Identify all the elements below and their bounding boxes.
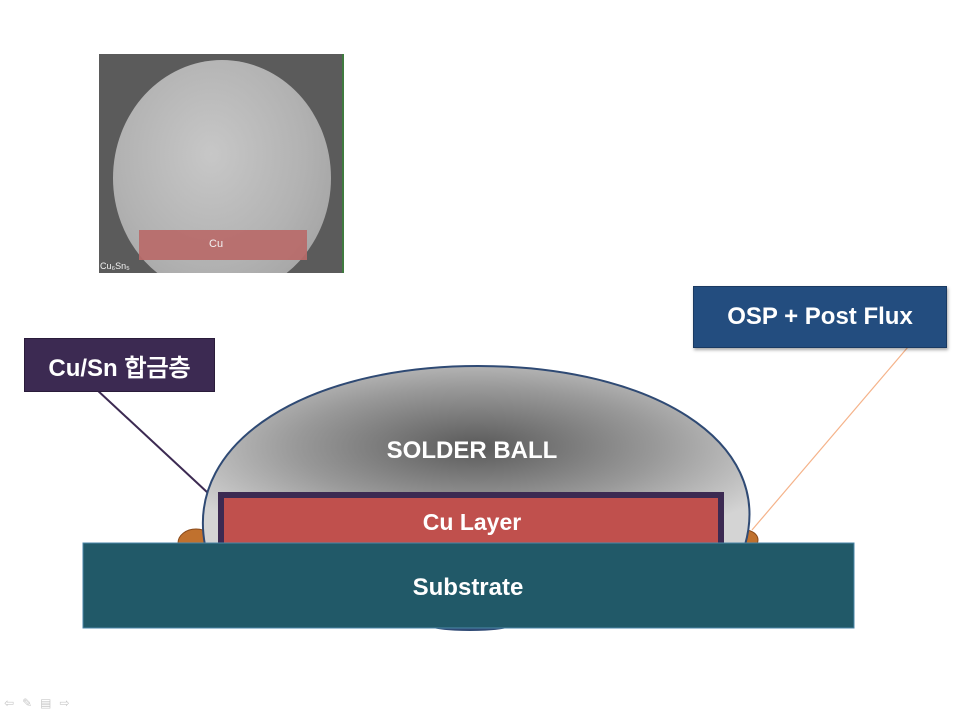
photo-border [342, 54, 344, 273]
osp-flux-callout: OSP + Post Flux [693, 286, 947, 348]
cusn-alloy-callout: Cu/Sn 합금층 [24, 338, 215, 392]
photo-cusn-label: Cu₆Sn₅ [100, 261, 130, 271]
osp-flux-label: OSP + Post Flux [727, 303, 913, 330]
osp-leader-line [751, 346, 909, 531]
substrate-label: Substrate [413, 574, 524, 601]
photo-cu-label: Cu [209, 238, 224, 250]
solder-ball-label: SOLDER BALL [387, 437, 558, 464]
menu-icon[interactable]: ▤ [40, 696, 52, 710]
photo-cu-pad [139, 230, 307, 260]
cusn-alloy-label: Cu/Sn 합금층 [48, 354, 191, 382]
cusn-leader-line [95, 388, 223, 507]
prev-arrow-icon[interactable]: ⇦ [4, 696, 15, 710]
next-arrow-icon[interactable]: ⇨ [59, 696, 70, 710]
pen-icon[interactable]: ✎ [22, 696, 33, 710]
substrate [82, 542, 855, 629]
slide-nav: ⇦ ✎ ▤ ⇨ [4, 696, 70, 710]
cross-section-photo: Cu Cu₆Sn₅ [99, 54, 344, 273]
cu-layer-label: Cu Layer [423, 509, 521, 535]
